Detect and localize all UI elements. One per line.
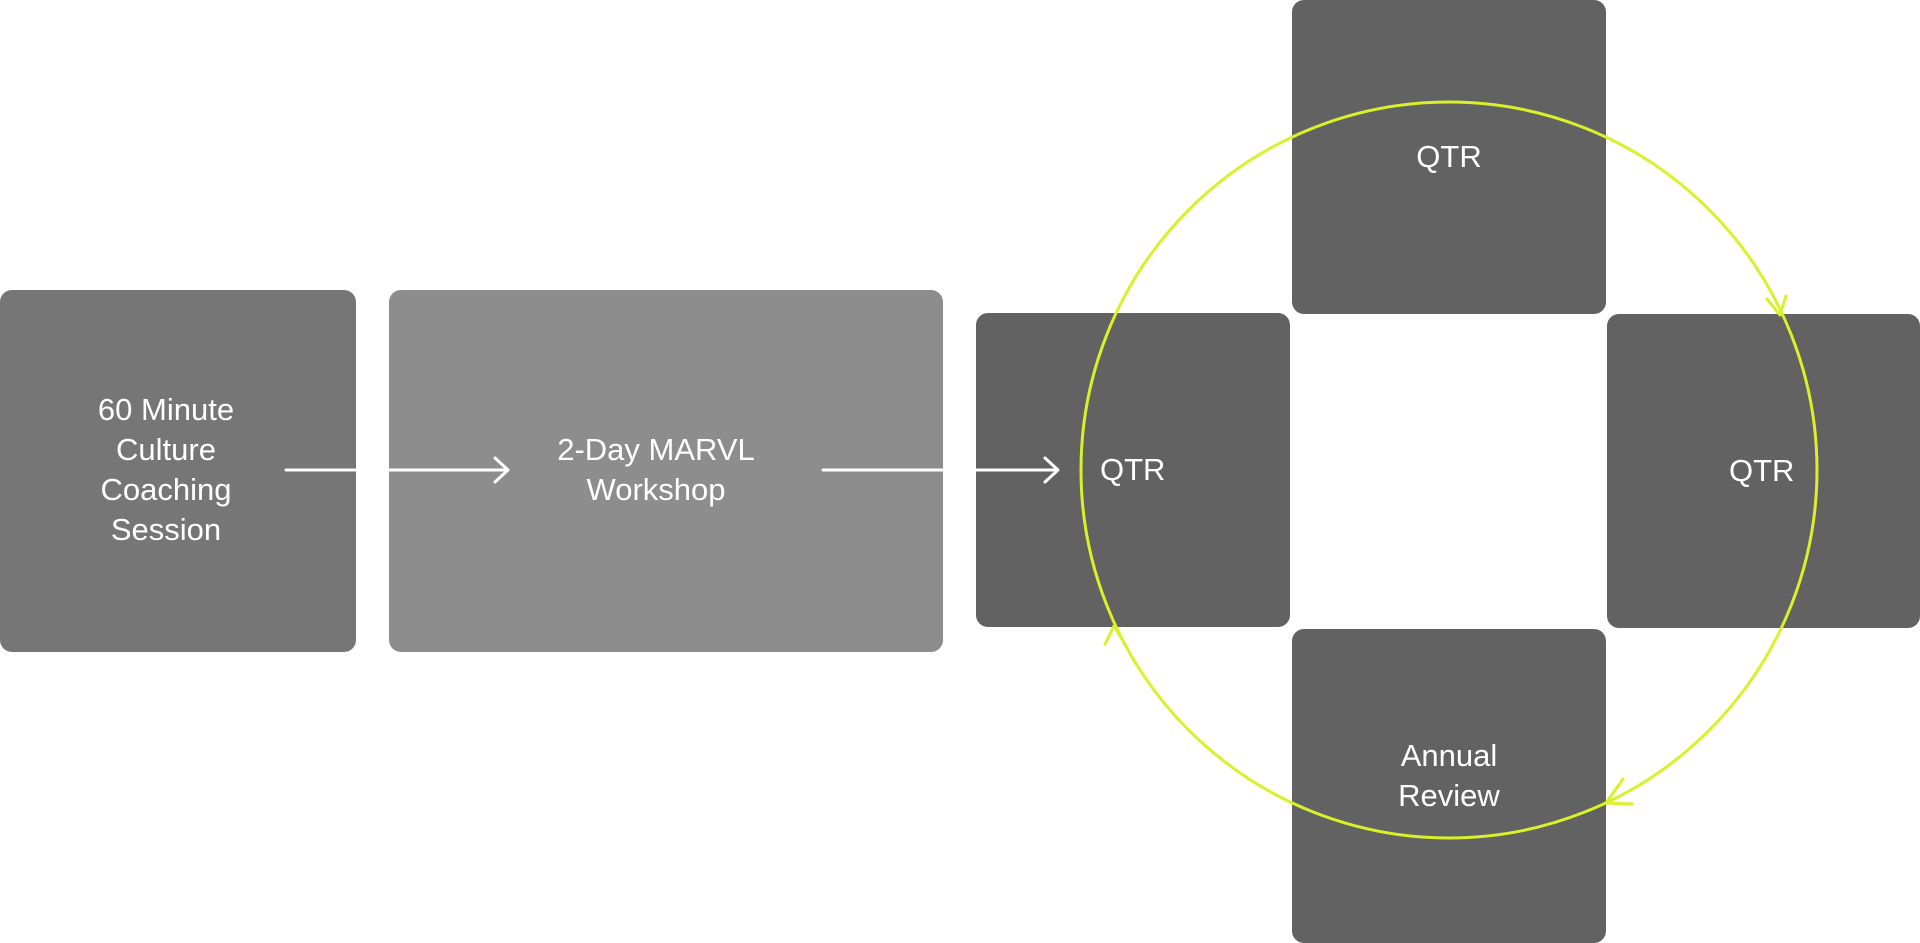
qtr-left-label: QTR [1100, 452, 1166, 487]
cycle-arrowhead-icon [1765, 294, 1788, 317]
coaching-session-box: 60 Minute Culture Coaching Session [0, 290, 356, 652]
annual-review-box: Annual Review [1292, 629, 1606, 943]
qtr-right-box: QTR [1607, 314, 1920, 628]
qtr-left-box: QTR [976, 313, 1290, 627]
annual-review-label: Annual Review [1398, 738, 1500, 813]
marvl-workshop-label: 2-Day MARVL Workshop [557, 432, 755, 507]
marvl-workshop-box: 2-Day MARVL Workshop [389, 290, 943, 652]
coaching-session-label: 60 Minute Culture Coaching Session [97, 392, 235, 547]
qtr-top-box: QTR [1292, 0, 1606, 314]
qtr-right-label: QTR [1729, 453, 1795, 488]
cycle-arrowhead-icon [1604, 777, 1634, 806]
cycle-arrowhead-icon [1103, 624, 1127, 646]
qtr-top-label: QTR [1416, 139, 1482, 174]
